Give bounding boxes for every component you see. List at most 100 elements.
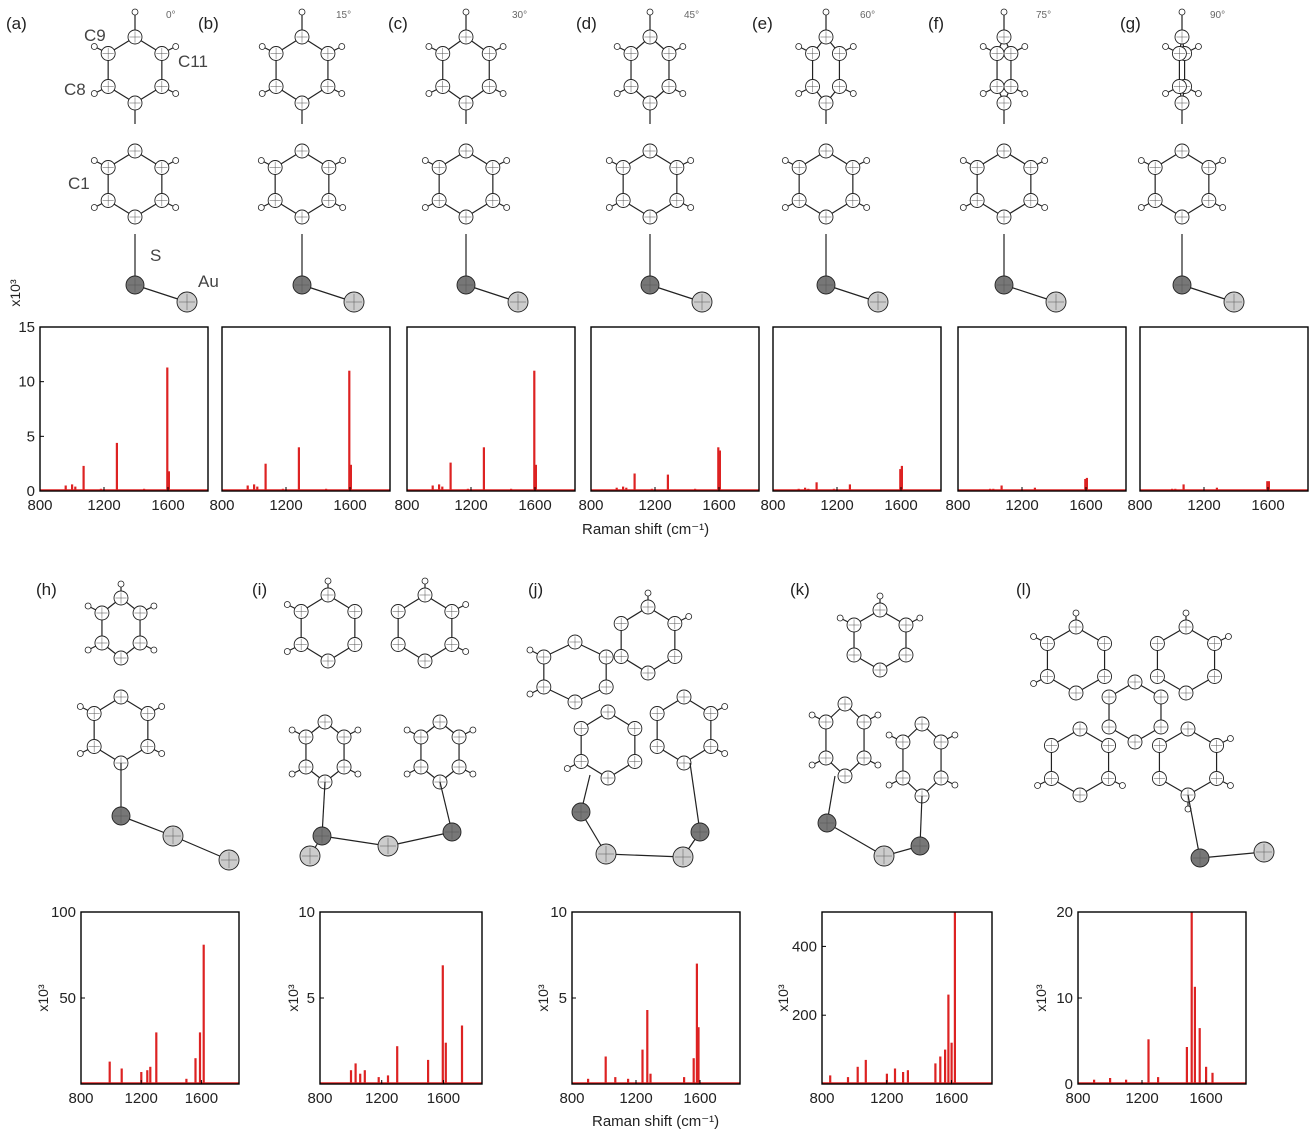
hydrogen-atom [959,204,967,211]
chart-frame [571,911,741,1085]
spectrum-peak [444,1042,447,1084]
hydrogen-atom [1182,609,1190,617]
hydrogen-atom [685,613,693,620]
spectrum-peak [1171,488,1174,491]
x-tick-label: 800 [27,497,52,514]
spectrum-peak [906,1070,909,1084]
hydrogen-atom [885,731,893,739]
hydrogen-atom [646,8,654,16]
chart-frame [1139,326,1309,492]
hydrogen-atom [849,90,857,97]
atom-label-c8: C8 [64,80,86,99]
x-tick-label: 800 [809,1090,834,1107]
hydrogen-atom [951,731,959,739]
panel-label-d: (d) [576,14,597,33]
y-tick-label: 10 [1056,990,1073,1007]
spectrum-peak [359,1073,362,1084]
spectrum-peak [1125,1079,1128,1084]
spectrum-peak [449,462,452,491]
y-unit-j: x10³ [535,984,551,1012]
spectrum-peak [692,1058,695,1084]
atom-label-c1: C1 [68,174,90,193]
spectrum-peak [902,1072,905,1084]
y-tick-label: 20 [1056,904,1073,921]
spectrum-peak [140,1072,143,1084]
spectrum-peak [848,484,851,491]
molecule-8 [76,580,240,871]
hydrogen-atom [951,781,959,789]
hydrogen-atom [1021,43,1029,50]
hydrogen-atom [298,8,306,16]
hydrogen-atom [462,648,470,655]
spectrum-peak [633,473,636,491]
spectrum-peak [533,370,536,491]
x-tick-label: 800 [394,497,419,514]
chart-frame [406,326,576,492]
spectrum-peak [641,1049,644,1084]
y-unit-i: x10³ [285,984,301,1012]
y-tick-label: 0 [1065,1076,1073,1093]
hydrogen-atom [158,703,166,710]
spectrum-peak [815,482,818,491]
hydrogen-atom [469,726,477,734]
x-tick-label: 1200 [125,1090,158,1107]
atom-label-au: Au [198,272,219,291]
spectrum-peak [264,463,267,491]
hydrogen-atom [172,43,180,50]
spectrum-peak [807,488,810,491]
spectrum-peak [650,488,653,491]
spectrum-peak [864,1059,867,1084]
top-y-unit: x10³ [7,279,23,307]
atom-label-c9: C9 [84,26,106,45]
molecule-11 [808,592,959,867]
x-tick-label: 1600 [427,1090,460,1107]
x-tick-label: 1600 [518,497,551,514]
hydrogen-atom [687,204,695,211]
spectrum-peak [697,1027,700,1084]
angle-label-f: 75° [1036,10,1052,21]
spectrum-peak [992,488,995,491]
hydrogen-atom [644,589,652,597]
hydrogen-atom [721,750,729,757]
hydrogen-atom [76,750,84,757]
hydrogen-atom [258,43,266,50]
hydrogen-atom [1195,43,1202,50]
x-tick-label: 1600 [1189,1090,1222,1107]
spectrum-peak [427,1059,430,1084]
spectrum-peak [534,464,537,491]
hydrogen-atom [90,204,98,211]
angle-label-b: 15° [336,10,352,21]
spectrum-peak [82,465,85,491]
spectrum-peak [256,486,259,491]
x-tick-label: 1600 [151,497,184,514]
spectrum-peak [64,485,67,491]
x-tick-label: 1200 [619,1090,652,1107]
x-tick-label: 1200 [1187,497,1220,514]
molecule-7 [1137,8,1245,313]
x-tick-label: 1200 [1125,1090,1158,1107]
hydrogen-atom [781,204,789,211]
spectrum-peak [202,944,205,1084]
x-tick-label: 1600 [333,497,366,514]
spectrum-peak [354,1063,357,1084]
hydrogen-atom [822,8,830,16]
x-tick-label: 1600 [1251,497,1284,514]
hydrogen-atom [324,577,332,585]
spectrum-peak [1205,1066,1208,1084]
hydrogen-atom [503,157,511,164]
spectrum-peak [1193,986,1196,1084]
spectrum-peak [953,912,956,1084]
hydrogen-atom [338,43,346,50]
hydrogen-atom [795,90,803,97]
x-tick-label: 1200 [820,497,853,514]
spectrum-peak [804,487,807,491]
spectrum-peak [694,488,697,491]
y-tick-label: 5 [27,428,35,445]
spectrum-peak [143,488,146,491]
hydrogen-atom [150,602,158,610]
